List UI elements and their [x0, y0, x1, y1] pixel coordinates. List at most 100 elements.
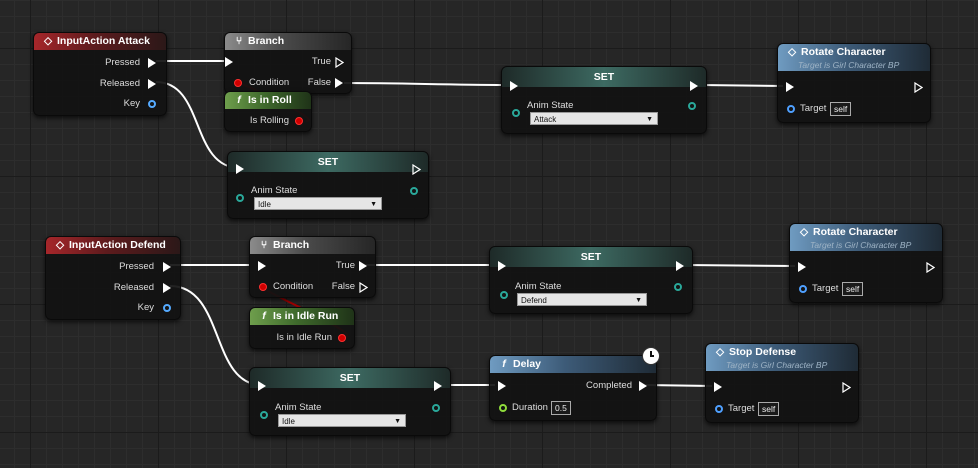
delay-completed-label: Completed	[586, 380, 632, 391]
branch2-true-pin[interactable]	[359, 261, 367, 271]
rotate2-exec-out[interactable]	[926, 262, 935, 273]
branch2-condition-pin[interactable]	[259, 283, 267, 291]
rotate1-target-pin[interactable]	[787, 105, 795, 113]
set3-exec-in[interactable]	[498, 261, 506, 271]
branch1-false-label: False	[307, 77, 331, 88]
set4-anim-state-out-pin[interactable]	[432, 404, 440, 412]
branch1-exec-in[interactable]	[225, 57, 233, 67]
branch2-true-label: True	[335, 260, 355, 271]
set3-exec-out[interactable]	[676, 261, 684, 271]
input-action-attack-node[interactable]: ◇InputAction Attack Pressed Released Key	[33, 32, 167, 116]
branch-title-1: Branch	[248, 35, 285, 47]
set4-anim-state-pin[interactable]	[260, 411, 268, 419]
set3-anim-state-pin[interactable]	[500, 291, 508, 299]
set-node-defend[interactable]: SET Anim State Defend▼	[489, 246, 693, 314]
set2-anim-state-pin[interactable]	[236, 194, 244, 202]
set-node-attack[interactable]: SET Anim State Attack▼	[501, 66, 707, 134]
diamond-icon: ◇	[55, 239, 65, 251]
set3-anim-state-dropdown[interactable]: Defend▼	[517, 293, 647, 306]
set1-var-label: Anim State	[527, 100, 574, 111]
branch1-true-pin[interactable]	[335, 57, 344, 68]
rotate2-exec-in[interactable]	[798, 262, 806, 272]
rotate-character-header-1[interactable]: ◇Rotate Character Target is Girl Charact…	[778, 44, 930, 71]
set1-anim-state-dropdown[interactable]: Attack▼	[530, 112, 658, 125]
stopdefense-exec-in[interactable]	[714, 382, 722, 392]
defend-key-label: Key	[137, 302, 154, 313]
set2-exec-out[interactable]	[412, 164, 421, 175]
delay-duration-value[interactable]: 0.5	[551, 401, 571, 415]
branch-header-1[interactable]: ⑂ Branch	[225, 33, 351, 50]
function-icon: f	[502, 358, 506, 370]
delay-duration-pin[interactable]	[499, 404, 507, 412]
rotate-character-node-1[interactable]: ◇Rotate Character Target is Girl Charact…	[777, 43, 931, 123]
set2-anim-state-dropdown[interactable]: Idle▼	[254, 197, 382, 210]
pressed-exec-pin[interactable]	[148, 58, 156, 68]
delay-completed-pin[interactable]	[639, 381, 647, 391]
rotate1-exec-out[interactable]	[914, 82, 923, 93]
is-rolling-label: Is Rolling	[249, 115, 289, 126]
input-action-defend-header[interactable]: ◇ InputAction Defend	[46, 237, 180, 254]
is-in-idle-run-pin[interactable]	[338, 334, 346, 342]
branch-node-1[interactable]: ⑂Branch True Condition False	[224, 32, 352, 94]
set4-exec-out[interactable]	[434, 381, 442, 391]
key-label: Key	[123, 98, 140, 109]
branch2-false-pin[interactable]	[359, 282, 368, 293]
key-pin[interactable]	[148, 100, 156, 108]
set3-anim-state-out-pin[interactable]	[674, 283, 682, 291]
dropdown-arrow-icon: ▼	[370, 201, 377, 208]
rotate-character-subtitle-2: Target is Girl Character BP	[810, 240, 912, 250]
branch2-false-label: False	[331, 281, 355, 292]
stop-defense-subtitle: Target is Girl Character BP	[726, 360, 828, 370]
is-rolling-pin[interactable]	[295, 117, 303, 125]
rotate1-target-value[interactable]: self	[830, 102, 852, 116]
stop-defense-node[interactable]: ◇Stop Defense Target is Girl Character B…	[705, 343, 859, 423]
rotate2-target-label: Target	[812, 283, 839, 294]
stopdefense-target-pin[interactable]	[715, 405, 723, 413]
set1-exec-out[interactable]	[690, 81, 698, 91]
delay-exec-in[interactable]	[498, 381, 506, 391]
input-action-defend-node[interactable]: ◇InputAction Defend Pressed Released Key	[45, 236, 181, 320]
stop-defense-title: Stop Defense	[729, 346, 797, 358]
set-node-idle-1[interactable]: SET Anim State Idle▼	[227, 151, 429, 219]
set1-exec-in[interactable]	[510, 81, 518, 91]
defend-released-exec-pin[interactable]	[163, 283, 171, 293]
set4-anim-state-dropdown[interactable]: Idle▼	[278, 414, 406, 427]
branch-icon: ⑂	[235, 35, 243, 47]
rotate2-target-value[interactable]: self	[842, 282, 864, 296]
input-action-attack-header[interactable]: ◇InputAction Attack	[34, 33, 166, 50]
set4-exec-in[interactable]	[258, 381, 266, 391]
input-action-defend-title: InputAction Defend	[69, 239, 166, 251]
wire-set1-rotate1	[699, 84, 784, 87]
rotate-character-header-2[interactable]: ◇Rotate Character Target is Girl Charact…	[790, 224, 942, 251]
rotate1-exec-in[interactable]	[786, 82, 794, 92]
branch2-exec-in[interactable]	[258, 261, 266, 271]
set1-anim-state-out-pin[interactable]	[688, 102, 696, 110]
set-node-idle-2[interactable]: SET Anim State Idle▼	[249, 367, 451, 436]
set4-var-label: Anim State	[275, 402, 322, 413]
stop-defense-header[interactable]: ◇Stop Defense Target is Girl Character B…	[706, 344, 858, 371]
stopdefense-exec-out[interactable]	[842, 382, 851, 393]
set2-exec-in[interactable]	[236, 164, 244, 174]
branch-node-2[interactable]: ⑂Branch True Condition False	[249, 236, 376, 298]
released-exec-pin[interactable]	[148, 79, 156, 89]
branch1-condition-pin[interactable]	[234, 79, 242, 87]
stopdefense-target-value[interactable]: self	[758, 402, 780, 416]
defend-key-pin[interactable]	[163, 304, 171, 312]
defend-pressed-exec-pin[interactable]	[163, 262, 171, 272]
set1-anim-state-pin[interactable]	[512, 109, 520, 117]
dropdown-arrow-icon: ▼	[635, 297, 642, 304]
branch1-false-pin[interactable]	[335, 78, 343, 88]
set2-anim-state-out-pin[interactable]	[410, 187, 418, 195]
branch-icon: ⑂	[260, 239, 268, 251]
diamond-icon: ◇	[799, 226, 809, 238]
rotate2-target-pin[interactable]	[799, 285, 807, 293]
branch-header-2[interactable]: ⑂Branch	[250, 237, 375, 254]
delay-duration-label: Duration	[512, 402, 548, 413]
rotate-character-node-2[interactable]: ◇Rotate Character Target is Girl Charact…	[789, 223, 943, 303]
